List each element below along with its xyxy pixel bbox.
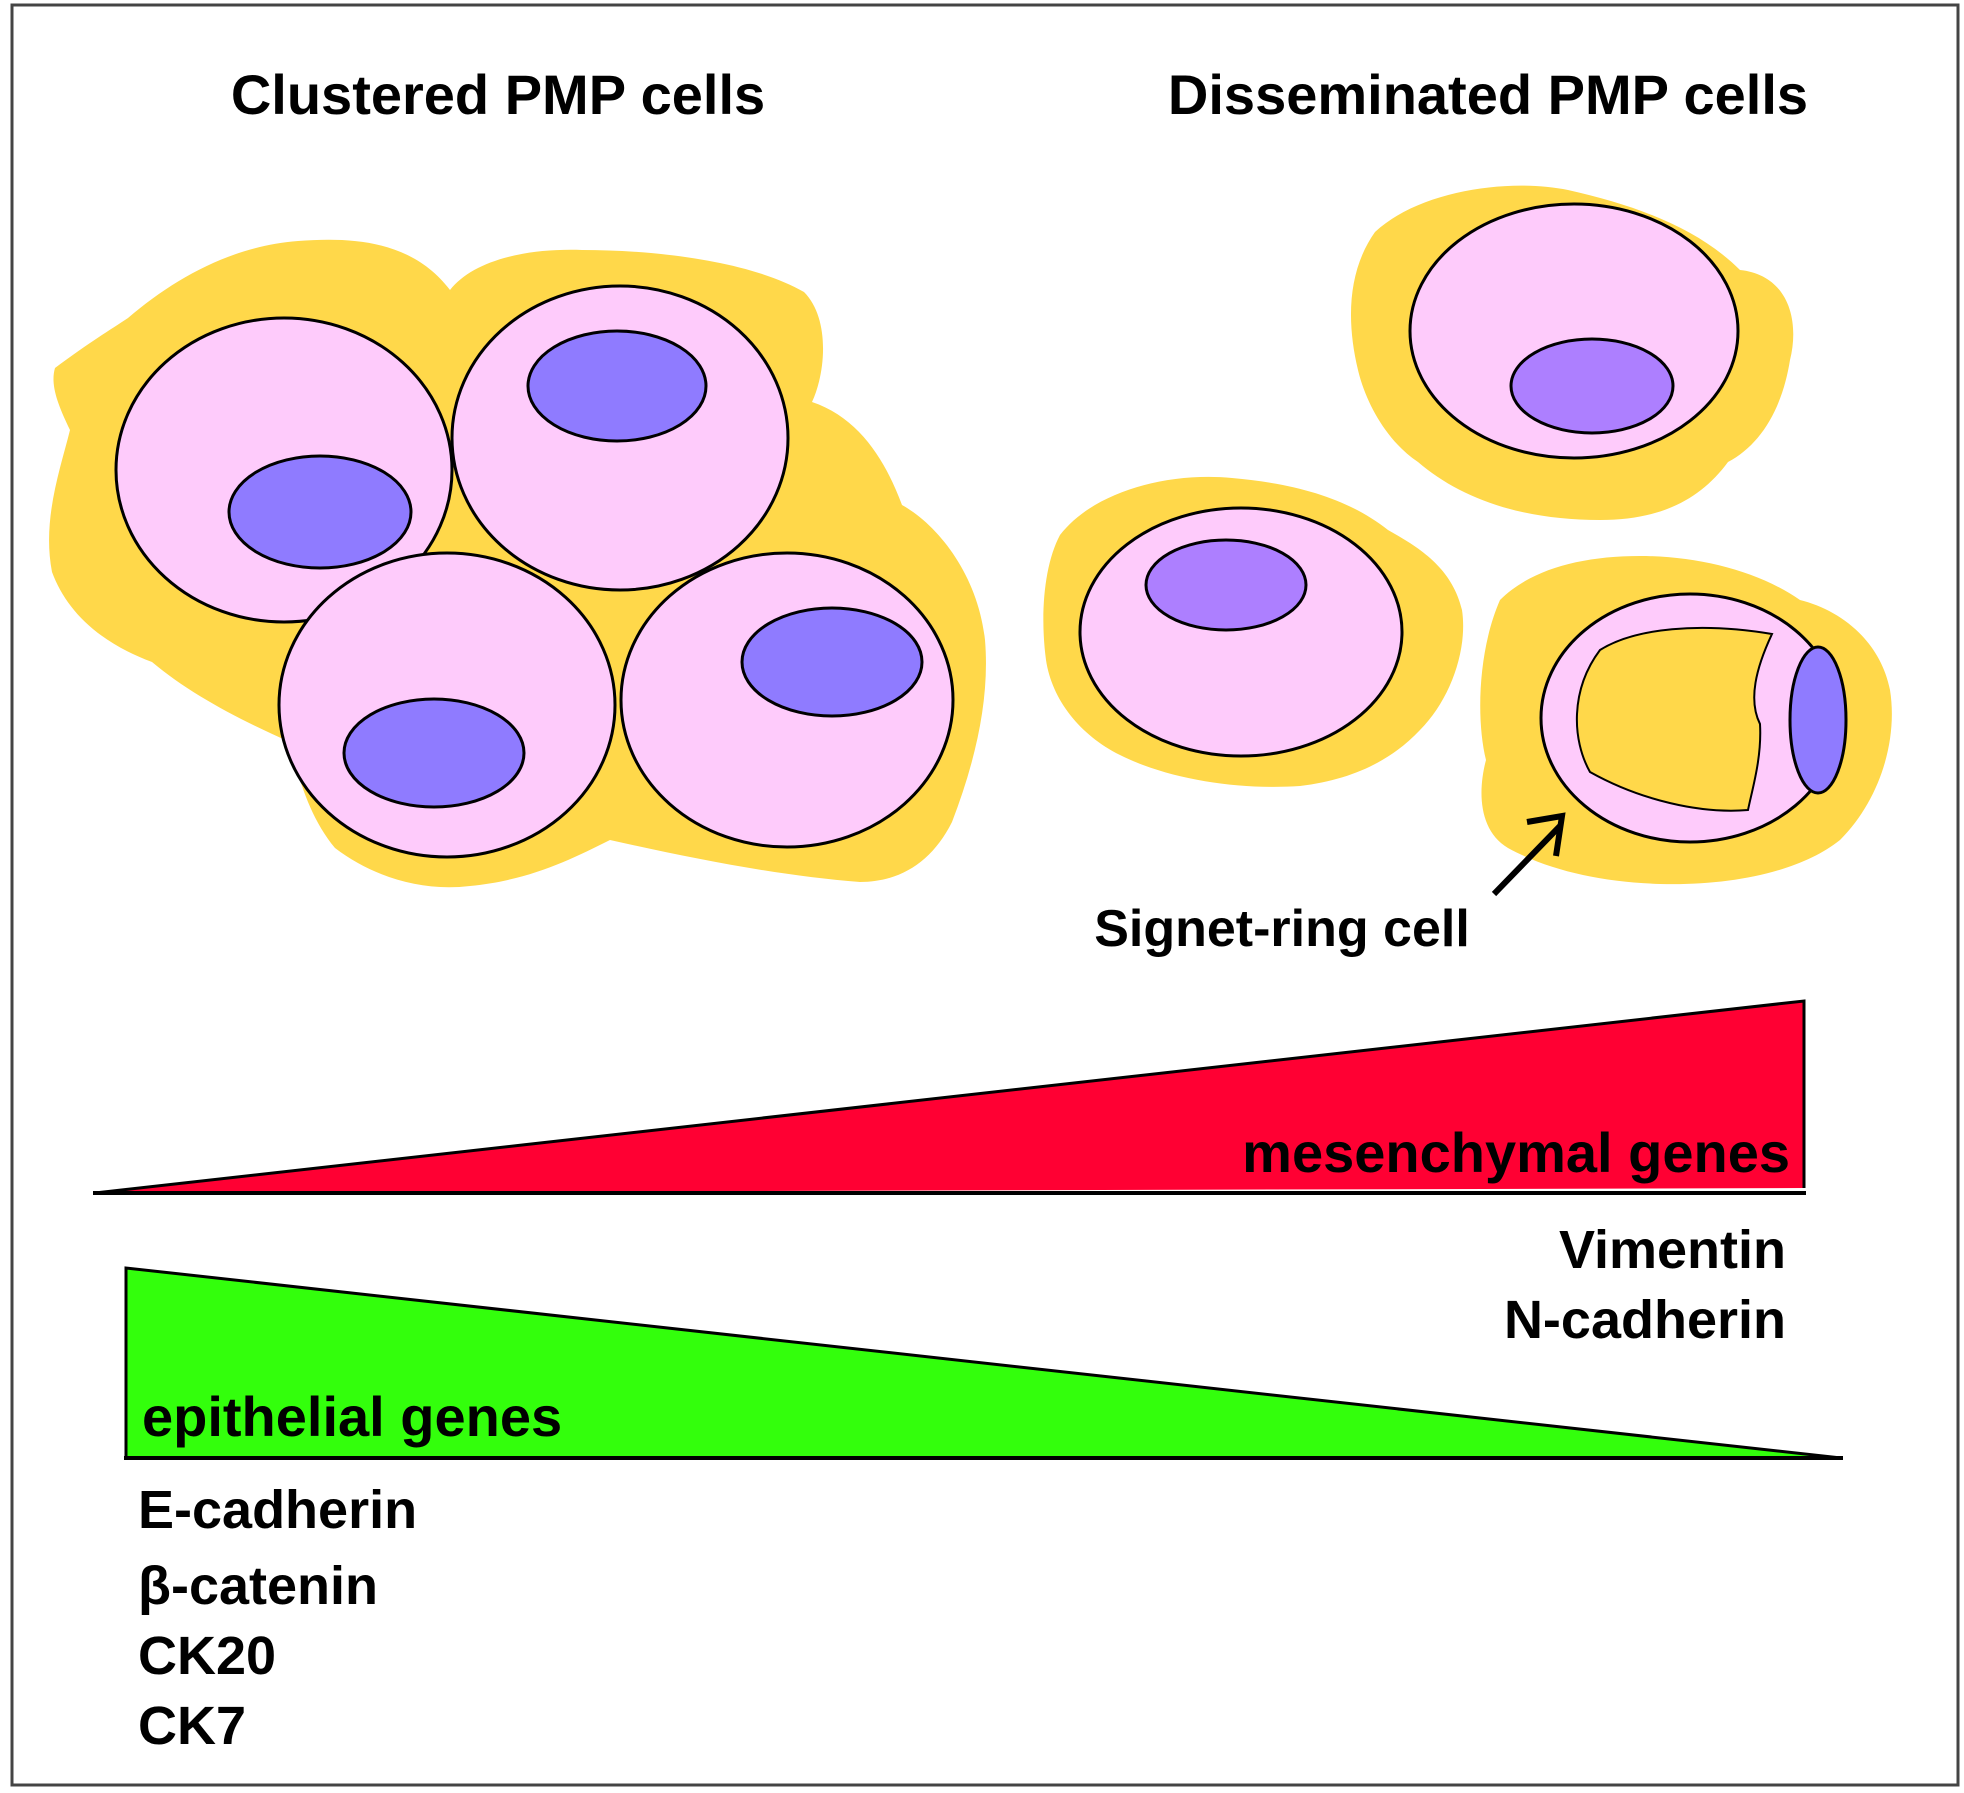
clustered-cells-group bbox=[49, 239, 986, 888]
arrow-head bbox=[1526, 812, 1566, 857]
epithelial-gene-1: β-catenin bbox=[138, 1556, 378, 1616]
mesenchymal-title: mesenchymal genes bbox=[1242, 1121, 1790, 1184]
disseminated-cell-left bbox=[1043, 476, 1464, 787]
arrow-shaft bbox=[1491, 823, 1563, 897]
cell-nucleus bbox=[526, 329, 708, 443]
epithelial-gradient: epithelial genes bbox=[124, 1266, 1843, 1460]
mesenchymal-wedge-outline bbox=[94, 999, 1806, 1195]
disseminated-heading: Disseminated PMP cells bbox=[1168, 63, 1808, 126]
cell-nucleus bbox=[342, 697, 526, 809]
cell-nucleus bbox=[227, 454, 413, 570]
epithelial-gene-0: E-cadherin bbox=[138, 1480, 417, 1540]
cell-bottom-left bbox=[277, 551, 617, 859]
cell-bottom-right bbox=[619, 551, 955, 849]
cell-nucleus-crescent bbox=[1788, 645, 1848, 795]
signet-ring-cell bbox=[1480, 556, 1892, 885]
epithelial-gene-2: CK20 bbox=[138, 1626, 276, 1686]
clustered-heading: Clustered PMP cells bbox=[231, 63, 765, 126]
cell-nucleus bbox=[1144, 538, 1308, 632]
mesenchymal-gradient: mesenchymal genes bbox=[93, 999, 1806, 1195]
epithelial-gene-3: CK7 bbox=[138, 1696, 246, 1756]
cell-top-left bbox=[114, 316, 454, 624]
signet-ring-arrow bbox=[1491, 812, 1566, 897]
signet-ring-label: Signet-ring cell bbox=[1094, 900, 1470, 958]
epithelial-wedge-outline bbox=[124, 1266, 1842, 1460]
mucin-vacuole bbox=[1575, 626, 1774, 812]
disseminated-cell-top bbox=[1350, 185, 1794, 521]
mesenchymal-gene-0: Vimentin bbox=[1559, 1220, 1786, 1280]
cell-nucleus bbox=[1509, 337, 1675, 435]
epithelial-title: epithelial genes bbox=[142, 1385, 562, 1448]
cell-nucleus bbox=[740, 606, 924, 718]
mesenchymal-gene-1: N-cadherin bbox=[1504, 1290, 1786, 1350]
cell-top-right bbox=[450, 284, 790, 592]
